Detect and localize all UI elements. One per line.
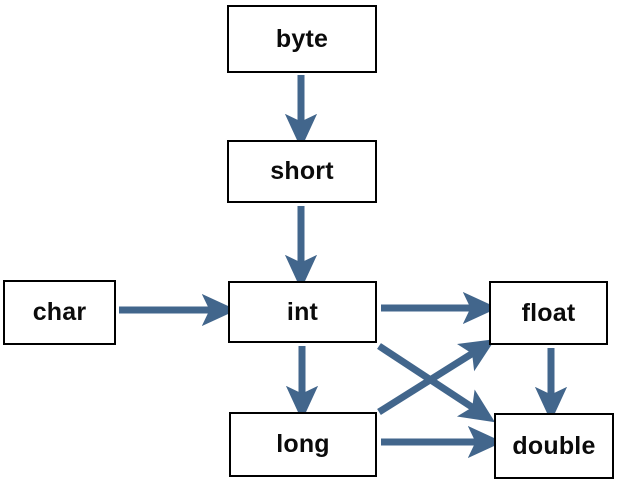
type-box-double[interactable]: double [494,413,614,479]
type-box-long-label: long [276,430,330,458]
type-box-float[interactable]: float [489,281,608,345]
type-box-int-label: int [286,297,319,326]
type-box-char[interactable]: char [3,280,116,345]
type-box-short[interactable]: short [227,140,377,203]
type-box-char-label: char [32,298,87,326]
type-box-int[interactable]: int [228,281,377,343]
arrow-long-to-float [377,339,496,415]
type-box-byte-label: byte [275,24,329,53]
type-box-long[interactable]: long [229,412,377,477]
type-box-double-label: double [512,431,596,460]
type-box-float-label: float [521,298,576,327]
type-box-short-label: short [270,157,334,185]
type-box-byte[interactable]: byte [227,5,377,73]
